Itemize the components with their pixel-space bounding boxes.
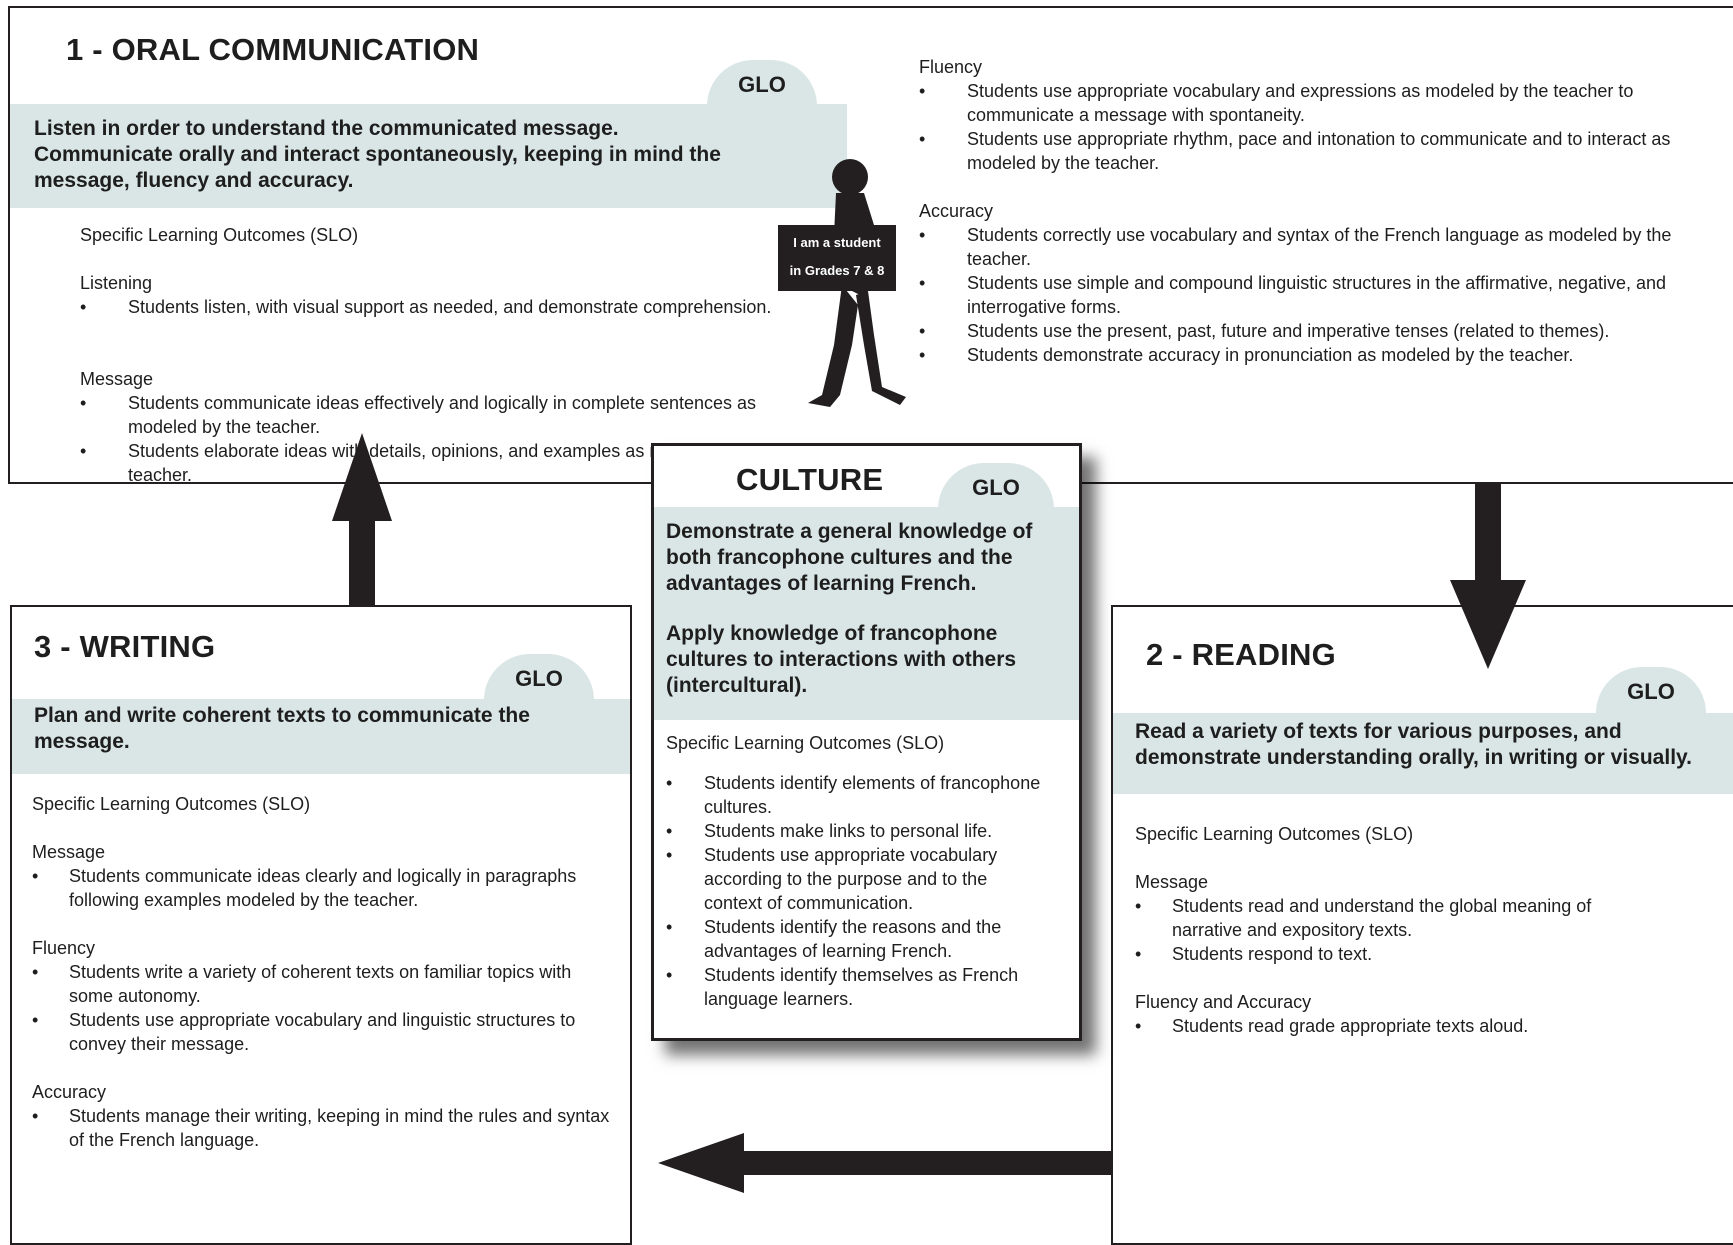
list-item: Students elaborate ideas with details, o…: [80, 439, 780, 487]
message-heading: Message: [80, 369, 154, 389]
arrow-up-icon: [330, 433, 394, 607]
culture-glo-band: Demonstrate a general knowledge of both …: [654, 507, 1079, 720]
slo-heading: Specific Learning Outcomes (SLO): [32, 794, 311, 814]
list-item: Students identify elements of francophon…: [666, 771, 1046, 819]
writing-glo-band: Plan and write coherent texts to communi…: [12, 699, 630, 774]
fluency-list: Students write a variety of coherent tex…: [32, 960, 617, 1056]
listening-list: Students listen, with visual support as …: [80, 295, 820, 319]
culture-list: Students identify elements of francophon…: [666, 771, 1046, 1011]
list-item: Students use the present, past, future a…: [919, 319, 1719, 343]
culture-glo-line: Demonstrate a general knowledge of both …: [666, 520, 1033, 595]
list-item: Students communicate ideas effectively a…: [80, 391, 780, 439]
fluency-heading: Fluency: [32, 938, 96, 958]
message-list: Students communicate ideas effectively a…: [80, 391, 780, 487]
arrow-left-icon: [658, 1131, 1113, 1195]
message-heading: Message: [32, 842, 106, 862]
glo-label: GLO: [515, 666, 563, 691]
oral-fluency-accuracy: Fluency Students use appropriate vocabul…: [919, 55, 1719, 391]
reading-glo-line: Read a variety of texts for various purp…: [1135, 720, 1692, 769]
glo-label: GLO: [972, 475, 1020, 500]
list-item: Students read and understand the global …: [1135, 894, 1655, 942]
list-item: Students use appropriate rhythm, pace an…: [919, 127, 1719, 175]
accuracy-list: Students manage their writing, keeping i…: [32, 1104, 617, 1152]
accuracy-heading: Accuracy: [919, 201, 994, 221]
oral-glo-line: Communicate orally and interact spontane…: [34, 143, 721, 192]
oral-slo-list: Specific Learning Outcomes (SLO) Listeni…: [80, 223, 820, 511]
list-item: Students use appropriate vocabulary and …: [32, 1008, 617, 1056]
list-item: Students make links to personal life.: [666, 819, 1046, 843]
list-item: Students manage their writing, keeping i…: [32, 1104, 617, 1152]
oral-glo-line: Listen in order to understand the commun…: [34, 117, 619, 140]
sign-line: I am a student: [793, 235, 881, 250]
accuracy-list: Students correctly use vocabulary and sy…: [919, 223, 1719, 367]
list-item: Students listen, with visual support as …: [80, 295, 820, 319]
fluency-accuracy-heading: Fluency and Accuracy: [1135, 992, 1312, 1012]
slo-heading: Specific Learning Outcomes (SLO): [80, 225, 359, 245]
glo-label: GLO: [738, 72, 786, 97]
culture-glo-line: Apply knowledge of francophone cultures …: [666, 622, 1017, 697]
list-item: Students read grade appropriate texts al…: [1135, 1014, 1715, 1038]
listening-heading: Listening: [80, 273, 153, 293]
student-sign: I am a student in Grades 7 & 8: [778, 225, 896, 291]
message-list: Students read and understand the global …: [1135, 894, 1655, 966]
reading-slo-list: Specific Learning Outcomes (SLO) Message…: [1135, 822, 1715, 1062]
slo-heading: Specific Learning Outcomes (SLO): [1135, 824, 1414, 844]
culture-glo-tab: GLO: [938, 463, 1054, 509]
list-item: Students identify themselves as French l…: [666, 963, 1046, 1011]
reading-title: 2 - READING: [1146, 637, 1336, 672]
culture-slo-list: Specific Learning Outcomes (SLO) Student…: [666, 731, 1066, 1035]
list-item: Students respond to text.: [1135, 942, 1655, 966]
accuracy-heading: Accuracy: [32, 1082, 107, 1102]
reading-glo-band: Read a variety of texts for various purp…: [1113, 713, 1733, 794]
list-item: Students use appropriate vocabulary acco…: [666, 843, 1046, 915]
message-heading: Message: [1135, 872, 1209, 892]
list-item: Students correctly use vocabulary and sy…: [919, 223, 1719, 271]
writing-slo-list: Specific Learning Outcomes (SLO) Message…: [32, 792, 617, 1176]
list-item: Students use simple and compound linguis…: [919, 271, 1719, 319]
fluency-heading: Fluency: [919, 57, 983, 77]
list-item: Students identify the reasons and the ad…: [666, 915, 1046, 963]
writing-glo-line: Plan and write coherent texts to communi…: [34, 704, 530, 753]
fluency-accuracy-list: Students read grade appropriate texts al…: [1135, 1014, 1715, 1038]
arrow-down-icon: [1448, 484, 1528, 669]
list-item: Students communicate ideas clearly and l…: [32, 864, 617, 912]
message-list: Students communicate ideas clearly and l…: [32, 864, 617, 912]
culture-title: CULTURE: [736, 462, 884, 497]
list-item: Students use appropriate vocabulary and …: [919, 79, 1719, 127]
oral-glo-band: Listen in order to understand the commun…: [10, 104, 847, 208]
slo-heading: Specific Learning Outcomes (SLO): [666, 733, 945, 753]
glo-label: GLO: [1627, 679, 1675, 704]
list-item: Students write a variety of coherent tex…: [32, 960, 617, 1008]
list-item: Students demonstrate accuracy in pronunc…: [919, 343, 1719, 367]
oral-communication-title: 1 - ORAL COMMUNICATION: [66, 32, 480, 67]
sign-line: in Grades 7 & 8: [789, 263, 885, 278]
writing-title: 3 - WRITING: [34, 629, 216, 664]
fluency-list: Students use appropriate vocabulary and …: [919, 79, 1719, 175]
